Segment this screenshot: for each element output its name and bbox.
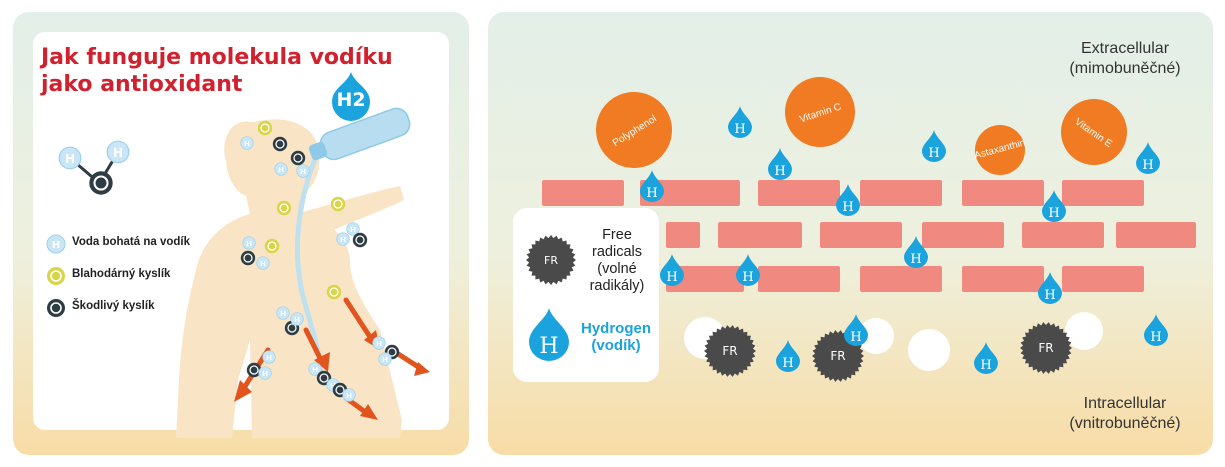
legend-label-good-oxygen: Blahodárný kyslík xyxy=(72,268,171,280)
hydrogen-drop-icon xyxy=(776,340,800,372)
legend-box: FR H Free radicals (volné radikály) Hydr… xyxy=(513,208,659,382)
antioxidant-vitamin-c: Vitamin C xyxy=(785,77,855,147)
legend-fr-symbol: FR xyxy=(544,254,558,267)
antioxidant-polyphenol: Polyphenol xyxy=(596,92,672,168)
extracellular-label-line2: (mimobuněčné) xyxy=(1069,60,1181,77)
extracellular-label-line1: Extracellular xyxy=(1080,40,1170,57)
cell-membrane xyxy=(542,180,1196,292)
hydrogen-drop-icon xyxy=(640,170,664,202)
fr-label-line1: Free xyxy=(602,227,632,243)
intracellular-label-line1: Intracellular xyxy=(1083,395,1167,412)
free-radical-label: FR xyxy=(830,349,845,363)
h2-label: H2 xyxy=(336,89,366,111)
free-radical-label: FR xyxy=(1038,341,1053,355)
hydrogen-drop-icon xyxy=(844,314,868,346)
hydrogen-label-line1: Hydrogen xyxy=(580,320,651,337)
hydrogen-drop-icon xyxy=(736,254,760,286)
hydrogen-drop-icon xyxy=(1144,314,1168,346)
legend-label-harmful-oxygen: Škodlivý kyslík xyxy=(72,300,155,312)
water-bottle-icon xyxy=(308,107,411,161)
legend-h-symbol: H xyxy=(539,334,558,359)
legend-box-graphics: FR H xyxy=(526,235,576,361)
hydrogen-drop-icon xyxy=(660,254,684,286)
antioxidant-astaxanthin: Astaxanthin xyxy=(973,125,1027,175)
body-silhouette xyxy=(176,119,404,439)
intracellular-label-line2: (vnitrobuněčné) xyxy=(1069,415,1181,432)
hydrogen-drop-icon xyxy=(1136,142,1160,174)
hydrogen-drop-icon xyxy=(974,342,998,374)
hydrogen-label: Hydrogen (vodík) xyxy=(573,320,659,354)
page-title: Jak funguje molekula vodíku jako antioxi… xyxy=(41,45,393,97)
free-radical-icon xyxy=(1020,322,1072,374)
extracellular-label: Extracellular (mimobuněčné) xyxy=(1040,39,1210,79)
harmful-oxygen-icon xyxy=(46,298,66,318)
free-radical-label: FR xyxy=(722,344,737,358)
free-radicals-label: Free radicals (volné radikály) xyxy=(577,227,657,295)
hydrogen-molecule-icon xyxy=(46,234,66,254)
hydrogen-drop-icon xyxy=(922,130,946,162)
good-oxygen-icon xyxy=(46,266,66,286)
hydrogen-label-line2: (vodík) xyxy=(591,337,641,354)
free-radical-icon xyxy=(526,235,576,285)
free-radicals: FR FR FR xyxy=(704,322,1072,382)
hydrogen-drop-icon xyxy=(768,148,792,180)
legend-label-hydrogen-water: Voda bohatá na vodík xyxy=(72,236,190,248)
flow-arrowheads xyxy=(234,330,430,420)
fr-label-line4: radikály) xyxy=(589,278,645,294)
free-radical-icon xyxy=(704,325,756,377)
water-molecule-icon xyxy=(58,140,130,196)
intracellular-label: Intracellular (vnitrobuněčné) xyxy=(1040,394,1210,434)
h2-bubble-icon xyxy=(332,72,370,121)
hydrogen-legend-icon xyxy=(529,308,569,361)
fr-label-line2: radicals xyxy=(592,244,642,260)
antioxidant-vitamin-e: Vitamin E xyxy=(1061,99,1127,165)
hydrogen-drop-icon xyxy=(728,106,752,138)
fr-label-line3: (volné xyxy=(597,261,637,277)
intracellular-circles xyxy=(684,312,1103,371)
